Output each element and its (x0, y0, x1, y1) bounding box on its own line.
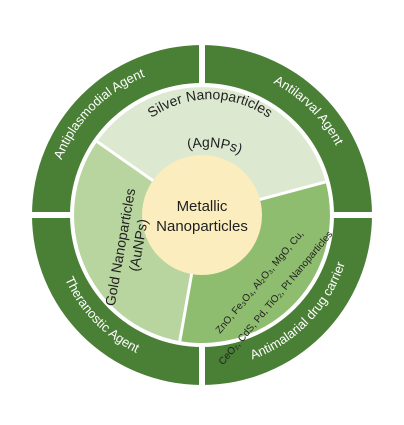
gold-wedge (74, 141, 202, 342)
center-circle (142, 155, 262, 275)
center-label-line2: Nanoparticles (156, 218, 248, 235)
silver-wedge (97, 87, 326, 215)
center-label-line1: Metallic (177, 198, 228, 215)
